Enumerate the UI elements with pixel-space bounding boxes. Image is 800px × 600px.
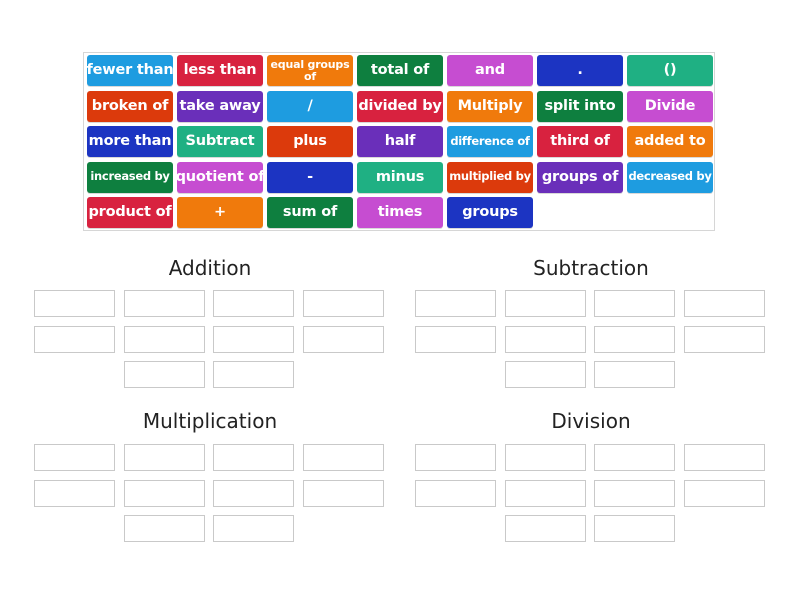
- word-tile[interactable]: decreased by: [627, 161, 713, 193]
- drop-slot[interactable]: [123, 479, 205, 507]
- drop-slot[interactable]: [504, 444, 586, 471]
- word-tile[interactable]: Divide: [627, 90, 713, 122]
- word-tile[interactable]: sum of: [267, 197, 353, 228]
- drop-slot[interactable]: [594, 479, 676, 507]
- drop-slot[interactable]: [415, 444, 496, 471]
- drop-slot[interactable]: [594, 515, 676, 543]
- drop-slot[interactable]: [594, 361, 676, 389]
- word-tile[interactable]: .: [537, 55, 623, 86]
- word-tile[interactable]: times: [357, 197, 443, 228]
- drop-slot[interactable]: [684, 444, 766, 471]
- drop-slot[interactable]: [684, 325, 766, 353]
- drop-slot[interactable]: [123, 325, 205, 353]
- word-tile[interactable]: split into: [537, 90, 623, 122]
- drop-slot[interactable]: [34, 444, 115, 471]
- word-tile[interactable]: /: [267, 90, 353, 122]
- word-tile[interactable]: Subtract: [177, 126, 263, 157]
- word-tile[interactable]: groups of: [537, 161, 623, 193]
- word-tile[interactable]: less than: [177, 55, 263, 86]
- drop-slot[interactable]: [213, 444, 295, 471]
- drop-slot[interactable]: [504, 325, 586, 353]
- word-tile[interactable]: (): [627, 55, 713, 86]
- word-tile[interactable]: fewer than: [87, 55, 174, 86]
- drop-slot[interactable]: [303, 290, 385, 317]
- drop-slot[interactable]: [303, 444, 385, 471]
- drop-slot[interactable]: [684, 290, 766, 317]
- drop-slot[interactable]: [504, 515, 586, 543]
- group-title-subtraction: Subtraction: [533, 256, 649, 280]
- group-title-division: Division: [551, 409, 631, 433]
- drop-slot[interactable]: [415, 479, 496, 507]
- drop-slot[interactable]: [504, 290, 586, 317]
- word-tile[interactable]: -: [267, 161, 353, 193]
- word-tile[interactable]: take away: [177, 90, 263, 122]
- word-tile[interactable]: +: [177, 197, 263, 228]
- drop-slot[interactable]: [504, 361, 586, 389]
- word-tile[interactable]: half: [357, 126, 443, 157]
- drop-slot[interactable]: [415, 325, 496, 353]
- drop-slot[interactable]: [684, 479, 766, 507]
- drop-slot[interactable]: [123, 515, 205, 543]
- word-tile[interactable]: more than: [87, 126, 173, 157]
- drop-slot[interactable]: [213, 290, 295, 317]
- drop-slot[interactable]: [34, 290, 115, 317]
- word-tile[interactable]: product of: [87, 197, 173, 228]
- word-tile[interactable]: increased by: [87, 161, 173, 193]
- drop-slot[interactable]: [303, 479, 385, 507]
- drop-slot[interactable]: [594, 325, 676, 353]
- drop-slot[interactable]: [594, 290, 676, 317]
- word-tile[interactable]: quotient of: [176, 161, 265, 193]
- drop-slot[interactable]: [123, 444, 205, 471]
- word-tile[interactable]: Multiply: [447, 90, 533, 122]
- drop-slot[interactable]: [34, 325, 115, 353]
- drop-slot[interactable]: [504, 479, 586, 507]
- word-tile[interactable]: multiplied by: [447, 161, 533, 193]
- word-tile[interactable]: added to: [627, 126, 713, 157]
- word-tile[interactable]: minus: [357, 161, 443, 193]
- word-tile[interactable]: plus: [267, 126, 353, 157]
- word-tile[interactable]: groups: [447, 197, 533, 228]
- drop-slot[interactable]: [213, 515, 295, 543]
- drop-slot[interactable]: [123, 361, 205, 389]
- word-tile[interactable]: divided by: [357, 90, 443, 122]
- group-title-addition: Addition: [168, 256, 252, 280]
- drop-slot[interactable]: [213, 361, 295, 389]
- drop-slot[interactable]: [34, 479, 115, 507]
- word-tile[interactable]: and: [447, 55, 533, 86]
- word-tile[interactable]: broken of: [87, 90, 173, 122]
- word-tile[interactable]: equal groups of: [267, 55, 353, 86]
- group-title-multiplication: Multiplication: [142, 409, 278, 433]
- drop-slot[interactable]: [303, 325, 385, 353]
- drop-slot[interactable]: [123, 290, 205, 317]
- word-tile[interactable]: third of: [537, 126, 623, 157]
- drop-slot[interactable]: [594, 444, 676, 471]
- drop-slot[interactable]: [213, 479, 295, 507]
- word-tile[interactable]: total of: [357, 55, 443, 86]
- drop-slot[interactable]: [213, 325, 295, 353]
- word-tile[interactable]: difference of: [447, 126, 533, 157]
- drop-slot[interactable]: [415, 290, 496, 317]
